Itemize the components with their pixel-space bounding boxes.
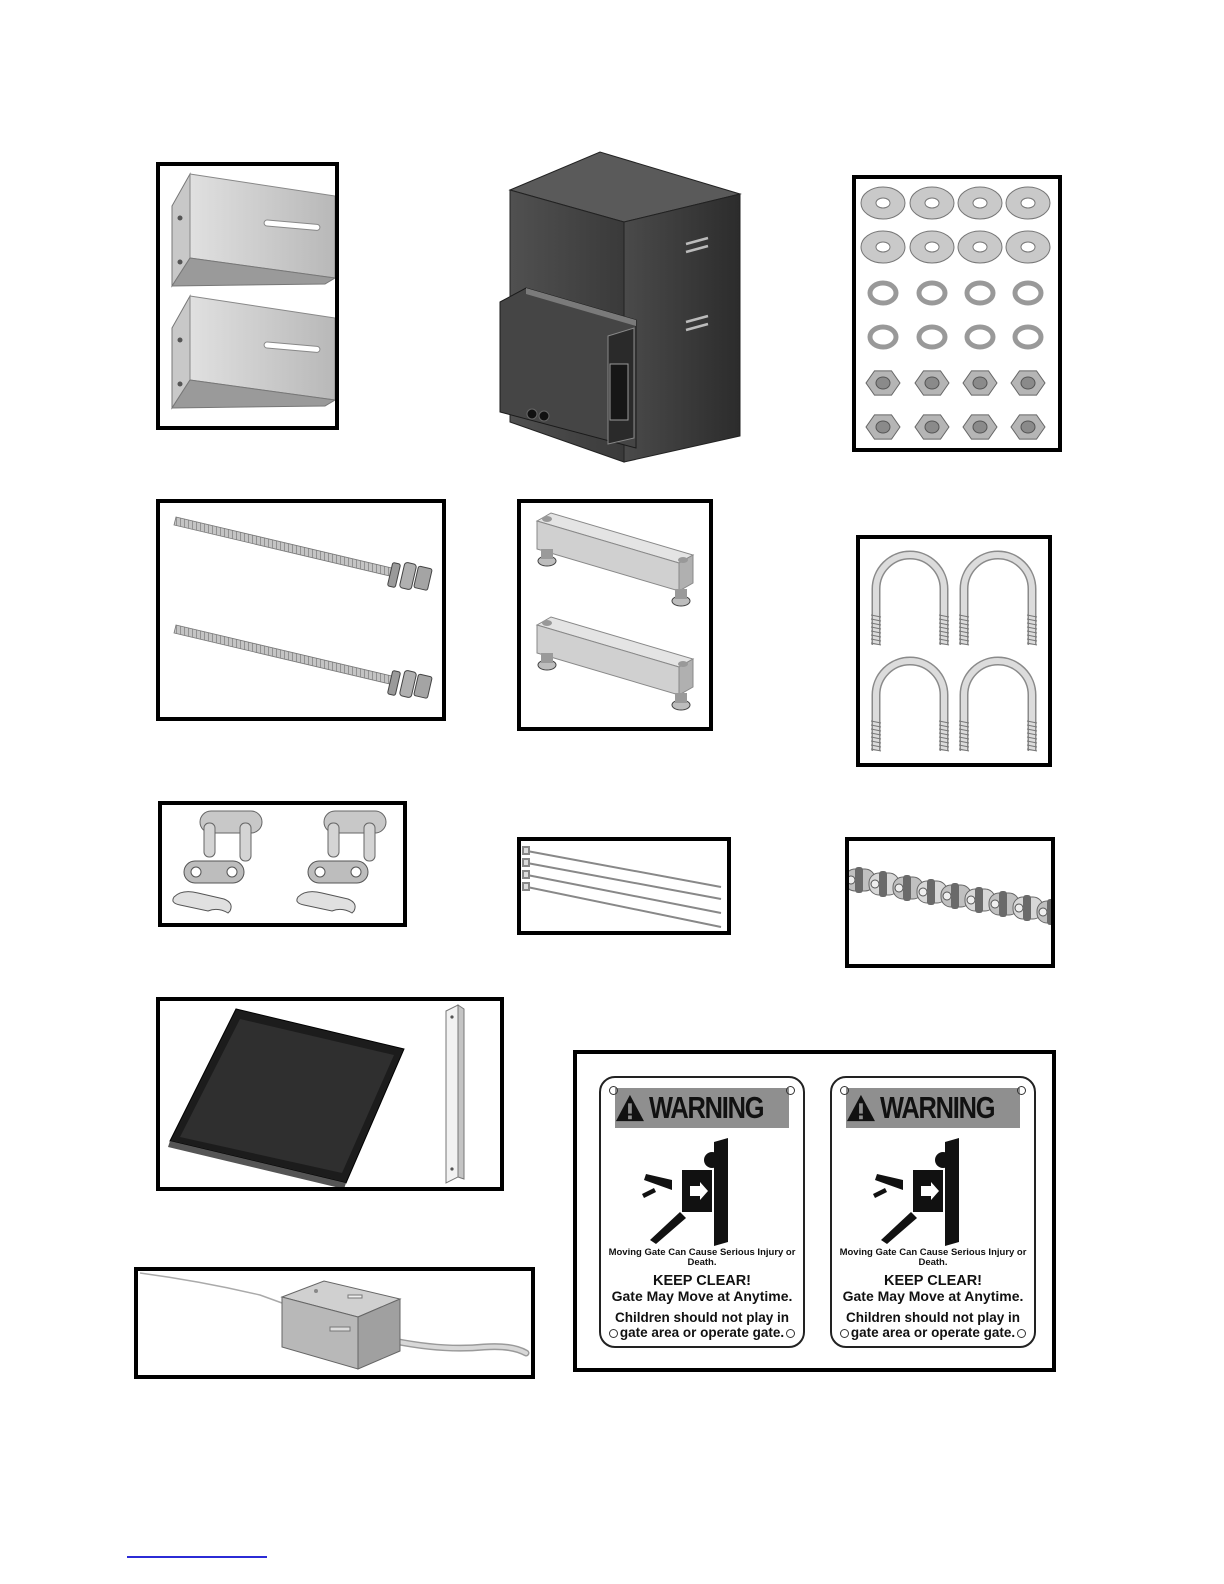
warning-header: WARNING xyxy=(846,1088,1020,1128)
threaded-rod xyxy=(174,517,432,591)
warning-triangle-icon xyxy=(615,1093,645,1123)
hardware-image xyxy=(856,179,1058,448)
warning-signs-panel: WARNING Moving Gate Can Cause Serious In… xyxy=(573,1050,1056,1372)
crush-hazard-icon xyxy=(873,1138,993,1246)
operator-housing-image xyxy=(496,150,748,468)
caution-line: Moving Gate Can Cause Serious Injury or … xyxy=(601,1248,803,1268)
mounting-bar xyxy=(446,1005,464,1183)
mounting-brackets-image xyxy=(160,166,335,426)
warning-header: WARNING xyxy=(615,1088,789,1128)
mounting-blocks-panel xyxy=(517,499,713,731)
lock-washer xyxy=(870,327,896,347)
crush-hazard-icon xyxy=(642,1138,762,1246)
bracket xyxy=(172,296,335,408)
cable-ties-panel xyxy=(517,837,731,935)
lock-washer xyxy=(1015,283,1041,303)
master-link xyxy=(173,811,262,913)
flat-washer xyxy=(1006,231,1050,263)
u-bolt xyxy=(871,555,949,645)
hex-nut xyxy=(866,371,900,395)
master-link xyxy=(297,811,386,913)
hex-nut xyxy=(963,415,997,439)
keep-clear-line: KEEP CLEAR! xyxy=(601,1274,803,1289)
children-line: Children should not play in gate area or… xyxy=(601,1310,803,1340)
hardware-panel xyxy=(852,175,1062,452)
flat-washer xyxy=(1006,187,1050,219)
u-bolt xyxy=(959,661,1037,751)
threaded-rods-panel xyxy=(156,499,446,721)
threaded-rod xyxy=(174,625,432,699)
flat-washer xyxy=(910,231,954,263)
roller-chain-panel xyxy=(845,837,1055,968)
hex-nut xyxy=(963,371,997,395)
threaded-rods-image xyxy=(160,503,442,717)
roller-chain-image xyxy=(849,841,1051,964)
u-bolts-panel xyxy=(856,535,1052,767)
lock-washer xyxy=(870,283,896,303)
lock-washer xyxy=(919,327,945,347)
gate-move-line: Gate May Move at Anytime. xyxy=(601,1289,803,1304)
drip-tray xyxy=(168,1009,404,1187)
u-bolt xyxy=(871,661,949,751)
lock-washer xyxy=(919,283,945,303)
control-box-image xyxy=(138,1271,531,1375)
tray-image xyxy=(160,1001,500,1187)
children-line: Children should not play in gate area or… xyxy=(832,1310,1034,1340)
flat-washer xyxy=(910,187,954,219)
hex-nut xyxy=(915,371,949,395)
footer-rule xyxy=(127,1556,267,1558)
mounting-block xyxy=(537,513,693,606)
warning-title: WARNING xyxy=(649,1090,764,1126)
caution-line: Moving Gate Can Cause Serious Injury or … xyxy=(832,1248,1034,1268)
cable-ties-image xyxy=(521,841,727,931)
master-links-panel xyxy=(158,801,407,927)
hex-nut xyxy=(866,415,900,439)
flat-washer xyxy=(861,231,905,263)
gate-move-line: Gate May Move at Anytime. xyxy=(832,1289,1034,1304)
warning-triangle-icon xyxy=(846,1093,876,1123)
keep-clear-line: KEEP CLEAR! xyxy=(832,1274,1034,1289)
warning-sign: WARNING Moving Gate Can Cause Serious In… xyxy=(599,1076,805,1348)
mounting-brackets-panel xyxy=(156,162,339,430)
hex-nut xyxy=(915,415,949,439)
u-bolt xyxy=(959,555,1037,645)
lock-washer xyxy=(967,283,993,303)
tray-panel xyxy=(156,997,504,1191)
flat-washer xyxy=(958,187,1002,219)
lock-washer xyxy=(1015,327,1041,347)
warning-title: WARNING xyxy=(880,1090,995,1126)
hex-nut xyxy=(1011,415,1045,439)
control-box-panel xyxy=(134,1267,535,1379)
u-bolts-image xyxy=(860,539,1048,763)
mounting-blocks-image xyxy=(521,503,709,727)
flat-washer xyxy=(861,187,905,219)
warning-sign: WARNING Moving Gate Can Cause Serious In… xyxy=(830,1076,1036,1348)
lock-washer xyxy=(967,327,993,347)
flat-washer xyxy=(958,231,1002,263)
master-links-image xyxy=(162,805,403,923)
mounting-block xyxy=(537,617,693,710)
hex-nut xyxy=(1011,371,1045,395)
bracket xyxy=(172,174,335,286)
